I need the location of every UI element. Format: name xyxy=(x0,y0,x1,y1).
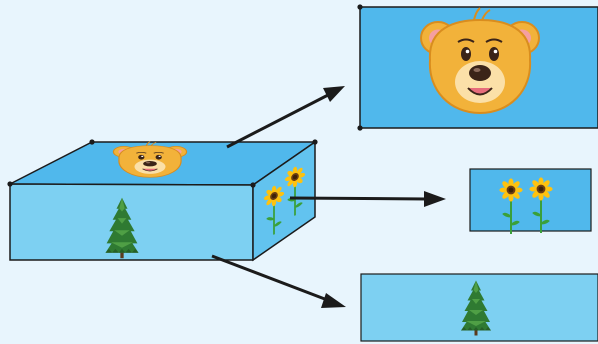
box-vertex-dot xyxy=(312,139,318,145)
arrow-to-top-view xyxy=(226,86,345,149)
arrow-to-side-view xyxy=(289,191,446,207)
rectangular-box xyxy=(7,139,318,262)
side-view xyxy=(469,168,592,236)
view-vertex-dot xyxy=(357,125,363,131)
top-view xyxy=(357,4,598,131)
box-vertex-dot xyxy=(7,181,13,187)
box-vertex-dot xyxy=(89,139,95,145)
arrow-to-front-view xyxy=(211,254,346,308)
box-vertex-dot xyxy=(250,182,256,188)
front-view xyxy=(360,273,598,342)
view-vertex-dot xyxy=(357,4,363,10)
side-view-panel xyxy=(469,168,592,232)
